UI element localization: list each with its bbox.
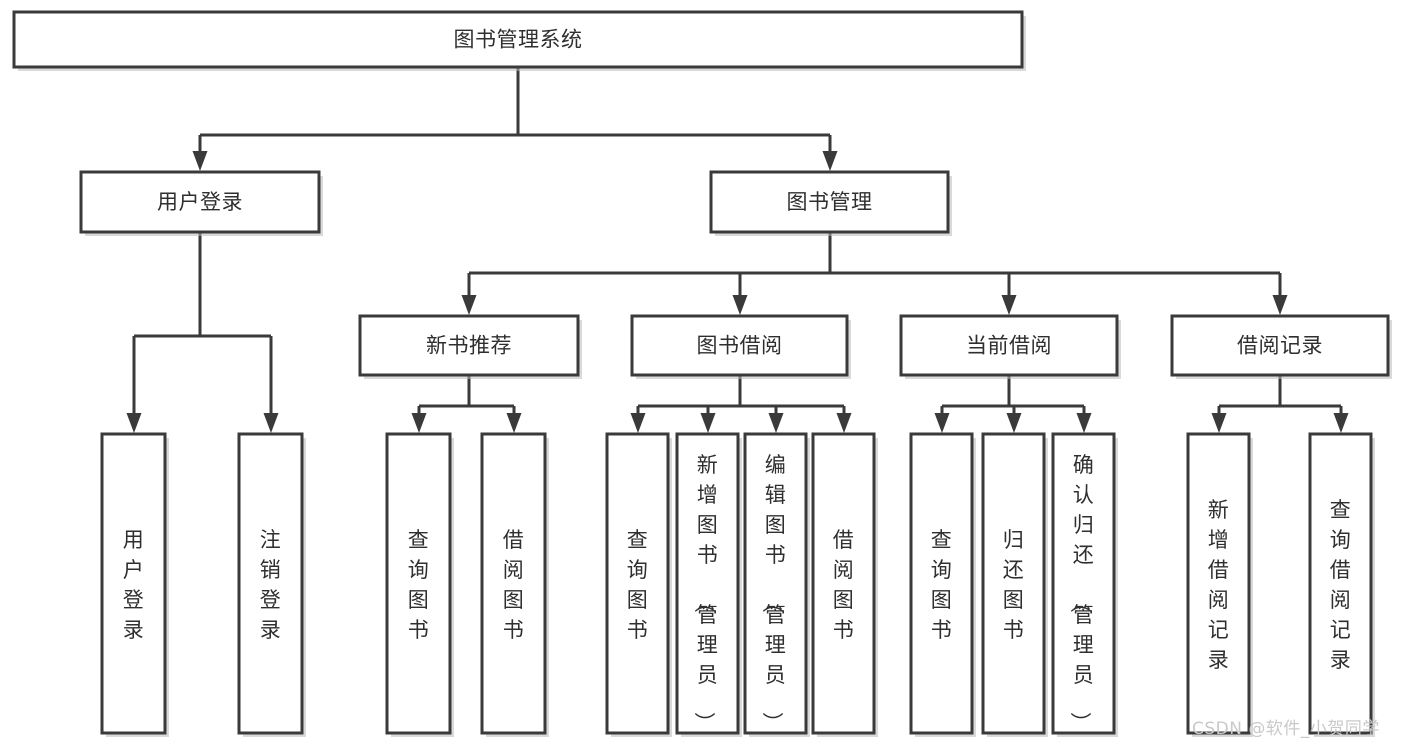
node-border[interactable] [675, 432, 740, 735]
node-border[interactable] [743, 432, 808, 735]
node-border[interactable] [358, 314, 580, 377]
node-current-borrow[interactable]: 当前借阅 [899, 314, 1121, 379]
node-label: 图书管理系统 [454, 28, 583, 52]
node-label: 用户登录 [157, 190, 243, 214]
node-label: 借阅图书 [503, 528, 525, 642]
node-leaf-cur-return-book[interactable]: 归还图书 [981, 432, 1048, 737]
node-border[interactable] [100, 432, 167, 735]
arrowhead-leaf-borrow-edit-book [768, 413, 784, 433]
node-label: 借阅记录 [1237, 334, 1323, 358]
node-new-book-rec[interactable]: 新书推荐 [358, 314, 582, 379]
arrowhead-leaf-borrow-add-book [700, 413, 716, 433]
connector-root [192, 67, 838, 171]
arrowhead-current-borrow [1001, 295, 1017, 315]
node-label: 借阅图书 [833, 528, 855, 642]
node-leaf-rec-query-record[interactable]: 查询借阅记录 [1308, 432, 1375, 737]
arrowhead-book-manage [822, 151, 838, 171]
node-label: 查询图书 [627, 528, 649, 642]
node-leaf-rec-query-book[interactable]: 查询图书 [385, 432, 454, 737]
node-label: 图书管理 [787, 190, 873, 214]
arrowhead-leaf-user-login [126, 413, 142, 433]
arrowhead-leaf-cur-confirm-return [1076, 413, 1092, 433]
node-label: 新书推荐 [426, 334, 512, 358]
connector-borrow-record [1211, 375, 1349, 433]
node-leaf-cur-confirm-return[interactable]: 确认归还（管理员） [1051, 432, 1118, 737]
node-border[interactable] [811, 432, 876, 735]
arrowhead-new-book-rec [461, 295, 477, 315]
node-label: 新增借阅记录 [1208, 498, 1230, 672]
arrowhead-user-login [192, 151, 208, 171]
node-leaf-borrow-borrow-book[interactable]: 借阅图书 [811, 432, 878, 737]
node-leaf-cur-query-book[interactable]: 查询图书 [909, 432, 976, 737]
node-border[interactable] [1170, 314, 1390, 377]
node-root[interactable]: 图书管理系统 [12, 10, 1026, 71]
connector-layer [126, 67, 1349, 433]
connector-new-book-rec [411, 375, 522, 433]
arrowhead-leaf-cur-query-book [934, 413, 950, 433]
node-label: 编辑图书（管理员） [760, 453, 787, 734]
node-label: 注销登录 [260, 528, 282, 642]
arrowhead-leaf-rec-query-book [411, 413, 427, 433]
arrowhead-leaf-user-logout [263, 413, 279, 433]
node-book-borrow[interactable]: 图书借阅 [630, 314, 851, 379]
node-leaf-borrow-query-book[interactable]: 查询图书 [605, 432, 672, 737]
node-border[interactable] [12, 10, 1024, 69]
node-border[interactable] [605, 432, 670, 735]
arrowhead-leaf-rec-borrow-book [506, 413, 522, 433]
node-border[interactable] [1051, 432, 1116, 735]
node-border[interactable] [709, 170, 950, 234]
node-leaf-user-logout[interactable]: 注销登录 [237, 432, 306, 737]
node-book-manage[interactable]: 图书管理 [709, 170, 952, 236]
node-label: 查询借阅记录 [1330, 498, 1352, 672]
node-border[interactable] [385, 432, 452, 735]
csdn-watermark: CSDN @软件_小贺同学 [1192, 719, 1380, 739]
arrowhead-borrow-record [1272, 295, 1288, 315]
arrowhead-leaf-rec-query-record [1333, 413, 1349, 433]
node-label: 用户登录 [123, 528, 145, 642]
arrowhead-leaf-borrow-query-book [630, 413, 646, 433]
node-layer: 图书管理系统用户登录图书管理新书推荐图书借阅当前借阅借阅记录用户登录注销登录查询… [12, 10, 1392, 737]
arrowhead-leaf-rec-add-record [1211, 413, 1227, 433]
node-label: 查询图书 [931, 528, 953, 642]
node-borrow-record[interactable]: 借阅记录 [1170, 314, 1392, 379]
node-border[interactable] [630, 314, 849, 377]
node-leaf-rec-borrow-book[interactable]: 借阅图书 [480, 432, 549, 737]
node-border[interactable] [1186, 432, 1251, 735]
node-border[interactable] [899, 314, 1119, 377]
connector-current-borrow [934, 375, 1092, 433]
connector-book-borrow [630, 375, 852, 433]
connector-book-manage [461, 232, 1288, 315]
node-border[interactable] [237, 432, 304, 735]
node-label: 确认归还（管理员） [1068, 453, 1095, 734]
node-border[interactable] [909, 432, 974, 735]
node-border[interactable] [79, 170, 321, 234]
arrowhead-leaf-cur-return-book [1006, 413, 1022, 433]
node-label: 归还图书 [1003, 528, 1025, 642]
node-border[interactable] [981, 432, 1046, 735]
node-label: 当前借阅 [966, 334, 1052, 358]
node-label: 查询图书 [408, 528, 430, 642]
node-leaf-borrow-add-book[interactable]: 新增图书（管理员） [675, 432, 742, 737]
node-border[interactable] [480, 432, 547, 735]
node-label: 新增图书（管理员） [692, 453, 719, 734]
node-leaf-borrow-edit-book[interactable]: 编辑图书（管理员） [743, 432, 810, 737]
node-leaf-user-login[interactable]: 用户登录 [100, 432, 169, 737]
arrowhead-book-borrow [732, 295, 748, 315]
arrowhead-leaf-borrow-borrow-book [836, 413, 852, 433]
node-border[interactable] [1308, 432, 1373, 735]
node-user-login[interactable]: 用户登录 [79, 170, 323, 236]
node-label: 图书借阅 [697, 334, 783, 358]
node-leaf-rec-add-record[interactable]: 新增借阅记录 [1186, 432, 1253, 737]
connector-user-login [126, 232, 279, 433]
